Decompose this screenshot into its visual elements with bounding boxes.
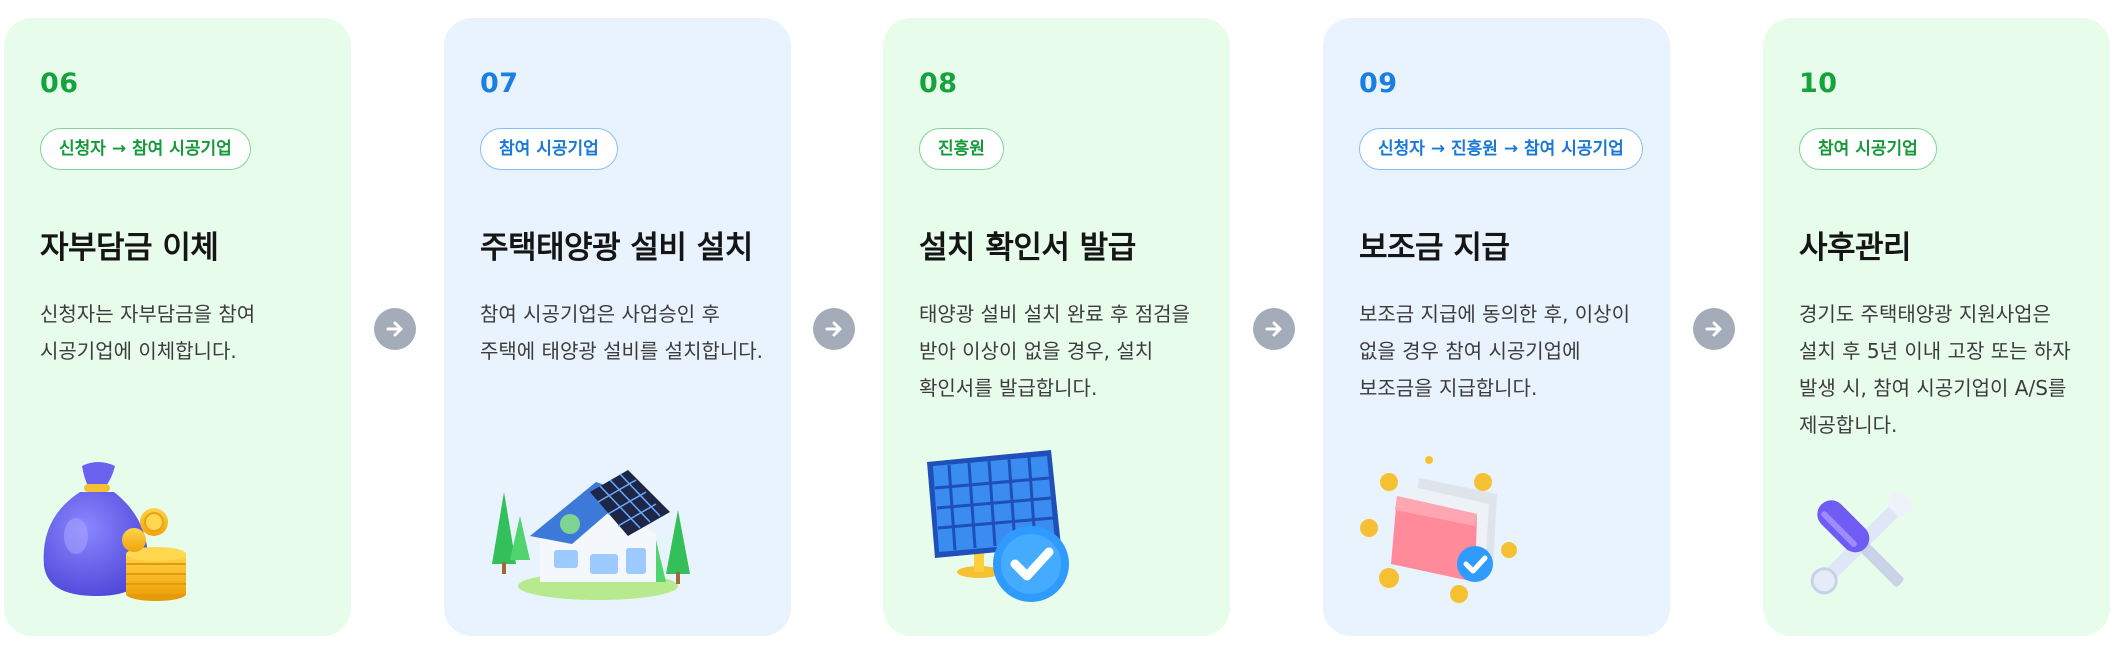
step-number: 06 (40, 68, 79, 99)
arrow-right-icon (1693, 308, 1735, 350)
step-number: 07 (480, 68, 519, 99)
step-card-10: 10 참여 시공기업 사후관리 경기도 주택태양광 지원사업은 설치 후 5년 … (1763, 18, 2110, 636)
step-badge: 참여 시공기업 (480, 128, 618, 170)
solar-house-icon (492, 470, 690, 600)
solar-panel-check-icon (927, 450, 1069, 602)
step-badge: 신청자 → 진흥원 → 참여 시공기업 (1359, 128, 1643, 170)
arrow-right-icon (1253, 308, 1295, 350)
wallet-coins-icon (1360, 456, 1517, 603)
step-badge: 참여 시공기업 (1799, 128, 1937, 170)
step-number: 09 (1359, 68, 1398, 99)
step-description: 보조금 지급에 동의한 후, 이상이 없을 경우 참여 시공기업에 보조금을 지… (1359, 302, 1630, 400)
step-badge: 진흥원 (919, 128, 1004, 170)
step-title: 자부담금 이체 (40, 230, 219, 266)
money-bag-icon (43, 462, 186, 601)
step-badge: 신청자 → 참여 시공기업 (40, 128, 251, 170)
wrench-screwdriver-icon (1810, 491, 1914, 595)
arrow-right-icon (813, 308, 855, 350)
step-description: 참여 시공기업은 사업승인 후 주택에 태양광 설비를 설치합니다. (480, 302, 764, 363)
step-card-07: 07 참여 시공기업 주택태양광 설비 설치 참여 시공기업은 사업승인 후 주… (444, 18, 791, 636)
step-card-09: 09 신청자 → 진흥원 → 참여 시공기업 보조금 지급 보조금 지급에 동의… (1323, 18, 1670, 636)
step-description: 태양광 설비 설치 완료 후 점검을 받아 이상이 없을 경우, 설치 확인서를… (919, 302, 1190, 400)
step-card-08: 08 진흥원 설치 확인서 발급 태양광 설비 설치 완료 후 점검을 받아 이… (883, 18, 1230, 636)
step-title: 설치 확인서 발급 (919, 230, 1136, 266)
step-number: 08 (919, 68, 958, 99)
step-title: 사후관리 (1799, 230, 1912, 266)
step-title: 보조금 지급 (1359, 230, 1510, 266)
step-card-06: 06 신청자 → 참여 시공기업 자부담금 이체 신청자는 자부담금을 참여 시… (4, 18, 351, 636)
step-description: 경기도 주택태양광 지원사업은 설치 후 5년 이내 고장 또는 하자 발생 시… (1799, 302, 2071, 437)
step-number: 10 (1799, 68, 1838, 99)
step-title: 주택태양광 설비 설치 (480, 230, 753, 266)
step-description: 신청자는 자부담금을 참여 시공기업에 이체합니다. (40, 302, 256, 363)
arrow-right-icon (374, 308, 416, 350)
